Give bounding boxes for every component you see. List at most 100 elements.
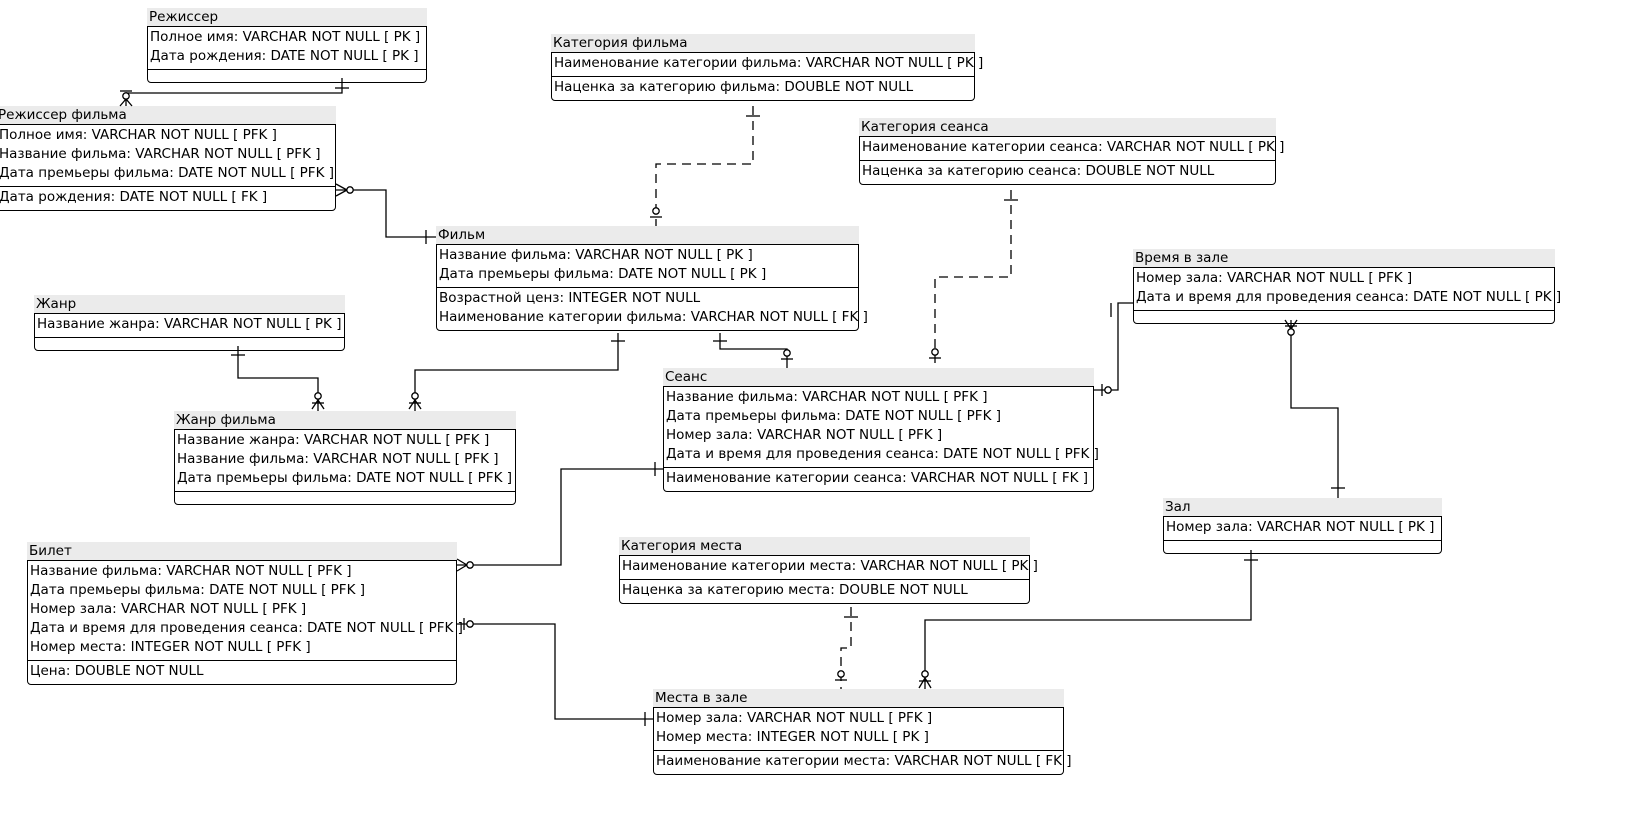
entity-seans[interactable]: Сеанс Название фильма: VARCHAR NOT NULL … [663, 368, 1099, 492]
pk-attribute-row: Наименование категории фильма: VARCHAR N… [554, 55, 984, 71]
entity-body: Название фильма: VARCHAR NOT NULL [ PFK … [663, 386, 1099, 492]
relationship-film-rezhisser-filma[interactable] [335, 183, 436, 244]
pk-attribute-row: Номер зала: VARCHAR NOT NULL [ PFK ] [30, 601, 307, 617]
pk-attribute-row: Дата рождения: DATE NOT NULL [ PK ] [150, 48, 419, 64]
pk-attribute-row: Дата премьеры фильма: DATE NOT NULL [ PK… [439, 266, 767, 282]
entity-kategoriya-filma[interactable]: Категория фильма Наименование категории … [551, 34, 984, 101]
entity-title: Категория места [619, 537, 1030, 555]
pk-section: Номер зала: VARCHAR NOT NULL [ PFK ] Номе… [654, 708, 1063, 751]
entity-rezhisser[interactable]: Режиссер Полное имя: VARCHAR NOT NULL [ … [147, 8, 427, 83]
pk-attribute-row: Полное имя: VARCHAR NOT NULL [ PK ] [150, 29, 421, 45]
pk-attribute-row: Дата премьеры фильма: DATE NOT NULL [ PF… [177, 470, 512, 486]
pk-attribute-row: Название фильма: VARCHAR NOT NULL [ PFK … [30, 563, 352, 579]
pk-attribute-row: Название фильма: VARCHAR NOT NULL [ PK ] [439, 247, 753, 263]
attr-section: Дата рождения: DATE NOT NULL [ FK ] [0, 187, 335, 210]
pk-section: Полное имя: VARCHAR NOT NULL [ PFK ] Назв… [0, 125, 335, 187]
attribute-row: Наценка за категорию фильма: DOUBLE NOT … [554, 79, 914, 95]
entity-film[interactable]: Фильм Название фильма: VARCHAR NOT NULL … [436, 226, 868, 331]
pk-attribute-row: Номер зала: VARCHAR NOT NULL [ PFK ] [666, 427, 943, 443]
attribute-row: Цена: DOUBLE NOT NULL [30, 663, 204, 679]
attribute-row: Возрастной ценз: INTEGER NOT NULL [439, 290, 701, 306]
pk-attribute-row: Название фильма: VARCHAR NOT NULL [ PFK … [0, 146, 321, 162]
entity-body: Название жанра: VARCHAR NOT NULL [ PK ] [34, 313, 345, 351]
pk-attribute-row: Наименование категории места: VARCHAR NO… [622, 558, 1038, 574]
entity-title: Сеанс [663, 368, 1094, 386]
pk-attribute-row: Дата и время для проведения сеанса: DATE… [1136, 289, 1562, 305]
pk-section: Наименование категории сеанса: VARCHAR N… [860, 137, 1285, 161]
entity-title: Время в зале [1133, 249, 1555, 267]
relationship-kategoriya-mesta-mesta-v-zale[interactable] [835, 607, 858, 689]
pk-attribute-row: Номер зала: VARCHAR NOT NULL [ PFK ] [656, 710, 933, 726]
relationship-zal-mesta-v-zale[interactable] [918, 550, 1258, 689]
relationship-film-zhanr-filma[interactable] [408, 333, 625, 411]
pk-attribute-row: Полное имя: VARCHAR NOT NULL [ PFK ] [0, 127, 277, 143]
entity-kategoriya-seansa[interactable]: Категория сеанса Наименование категории … [859, 118, 1285, 185]
pk-attribute-row: Дата премьеры фильма: DATE NOT NULL [ PF… [0, 165, 334, 181]
relationship-film-seans[interactable] [713, 333, 793, 368]
entity-body: Наименование категории места: VARCHAR NO… [619, 555, 1038, 604]
attr-section: Наценка за категорию фильма: DOUBLE NOT … [552, 77, 974, 100]
pk-section: Наименование категории фильма: VARCHAR N… [552, 53, 984, 77]
pk-section: Номер зала: VARCHAR NOT NULL [ PFK ] Дата… [1134, 268, 1562, 311]
entity-zhanr-filma[interactable]: Жанр фильма Название жанра: VARCHAR NOT … [174, 411, 516, 505]
relationship-zal-vremya-v-zale[interactable] [1284, 319, 1345, 498]
pk-section: Название фильма: VARCHAR NOT NULL [ PK ]… [437, 245, 858, 288]
entity-rezhisser-filma[interactable]: Режиссер фильма Полное имя: VARCHAR NOT … [0, 106, 336, 211]
pk-attribute-row: Название фильма: VARCHAR NOT NULL [ PFK … [177, 451, 499, 467]
pk-section: Название фильма: VARCHAR NOT NULL [ PFK … [28, 561, 463, 661]
entity-body: Полное имя: VARCHAR NOT NULL [ PFK ] Назв… [0, 124, 336, 211]
entity-title: Режиссер фильма [0, 106, 336, 124]
pk-attribute-row: Название жанра: VARCHAR NOT NULL [ PK ] [37, 316, 342, 332]
attribute-row: Наценка за категорию места: DOUBLE NOT N… [622, 582, 968, 598]
pk-attribute-row: Номер зала: VARCHAR NOT NULL [ PFK ] [1136, 270, 1413, 286]
attribute-row: Наценка за категорию сеанса: DOUBLE NOT … [862, 163, 1215, 179]
pk-section: Название жанра: VARCHAR NOT NULL [ PFK ]… [175, 430, 515, 492]
pk-section: Название фильма: VARCHAR NOT NULL [ PFK … [664, 387, 1099, 468]
attribute-row: Дата рождения: DATE NOT NULL [ FK ] [0, 189, 268, 205]
pk-attribute-row: Номер зала: VARCHAR NOT NULL [ PK ] [1166, 519, 1435, 535]
entity-mesta-v-zale[interactable]: Места в зале Номер зала: VARCHAR NOT NUL… [653, 689, 1072, 775]
relationship-zhanr-zhanr-filma[interactable] [231, 346, 325, 411]
entity-body: Номер зала: VARCHAR NOT NULL [ PK ] [1163, 516, 1442, 554]
entity-body: Название жанра: VARCHAR NOT NULL [ PFK ]… [174, 429, 516, 505]
pk-attribute-row: Дата премьеры фильма: DATE NOT NULL [ PF… [30, 582, 365, 598]
relationship-seans-bilet[interactable] [456, 462, 663, 572]
entity-bilet[interactable]: Билет Название фильма: VARCHAR NOT NULL … [27, 542, 463, 685]
pk-attribute-row: Название фильма: VARCHAR NOT NULL [ PFK … [666, 389, 988, 405]
pk-section: Название жанра: VARCHAR NOT NULL [ PK ] [35, 314, 344, 338]
relationship-kategoriya-seansa-seans[interactable] [929, 190, 1018, 368]
pk-attribute-row: Дата и время для проведения сеанса: DATE… [30, 620, 463, 636]
attribute-row: Наименование категории места: VARCHAR NO… [656, 753, 1072, 769]
entity-title: Жанр [34, 295, 345, 313]
entity-body: Номер зала: VARCHAR NOT NULL [ PFK ] Дата… [1133, 267, 1562, 324]
pk-attribute-row: Номер места: INTEGER NOT NULL [ PK ] [656, 729, 929, 745]
relationship-vremya-v-zale-seans[interactable] [1094, 302, 1133, 396]
attr-section: Наценка за категорию места: DOUBLE NOT N… [620, 580, 1029, 603]
entity-vremya-v-zale[interactable]: Время в зале Номер зала: VARCHAR NOT NUL… [1133, 249, 1562, 324]
entity-title: Жанр фильма [174, 411, 516, 429]
attribute-row: Наименование категории фильма: VARCHAR N… [439, 309, 868, 325]
entity-zal[interactable]: Зал Номер зала: VARCHAR NOT NULL [ PK ] [1163, 498, 1442, 554]
entity-body: Название фильма: VARCHAR NOT NULL [ PK ]… [436, 244, 868, 331]
relationship-kategoriya-filma-film[interactable] [650, 106, 760, 226]
pk-section: Номер зала: VARCHAR NOT NULL [ PK ] [1164, 517, 1441, 541]
attr-section: Цена: DOUBLE NOT NULL [28, 661, 456, 684]
entity-title: Категория сеанса [859, 118, 1276, 136]
pk-attribute-row: Номер места: INTEGER NOT NULL [ PFK ] [30, 639, 311, 655]
entity-body: Наименование категории сеанса: VARCHAR N… [859, 136, 1285, 185]
entity-title: Фильм [436, 226, 859, 244]
entity-title: Места в зале [653, 689, 1064, 707]
attribute-row: Наименование категории сеанса: VARCHAR N… [666, 470, 1089, 486]
entity-kategoriya-mesta[interactable]: Категория места Наименование категории м… [619, 537, 1038, 604]
entity-zhanr[interactable]: Жанр Название жанра: VARCHAR NOT NULL [ … [34, 295, 345, 351]
entity-body: Полное имя: VARCHAR NOT NULL [ PK ] Дата … [147, 26, 427, 83]
pk-attribute-row: Наименование категории сеанса: VARCHAR N… [862, 139, 1285, 155]
relationship-rezhisser-rezhisser-filma[interactable] [119, 78, 349, 107]
relationship-mesta-v-zale-bilet[interactable] [457, 618, 653, 726]
pk-attribute-row: Дата и время для проведения сеанса: DATE… [666, 446, 1099, 462]
entity-body: Номер зала: VARCHAR NOT NULL [ PFK ] Номе… [653, 707, 1072, 775]
entity-body: Наименование категории фильма: VARCHAR N… [551, 52, 984, 101]
entity-title: Категория фильма [551, 34, 975, 52]
attr-section: Возрастной ценз: INTEGER NOT NULL Наимено… [437, 288, 868, 330]
